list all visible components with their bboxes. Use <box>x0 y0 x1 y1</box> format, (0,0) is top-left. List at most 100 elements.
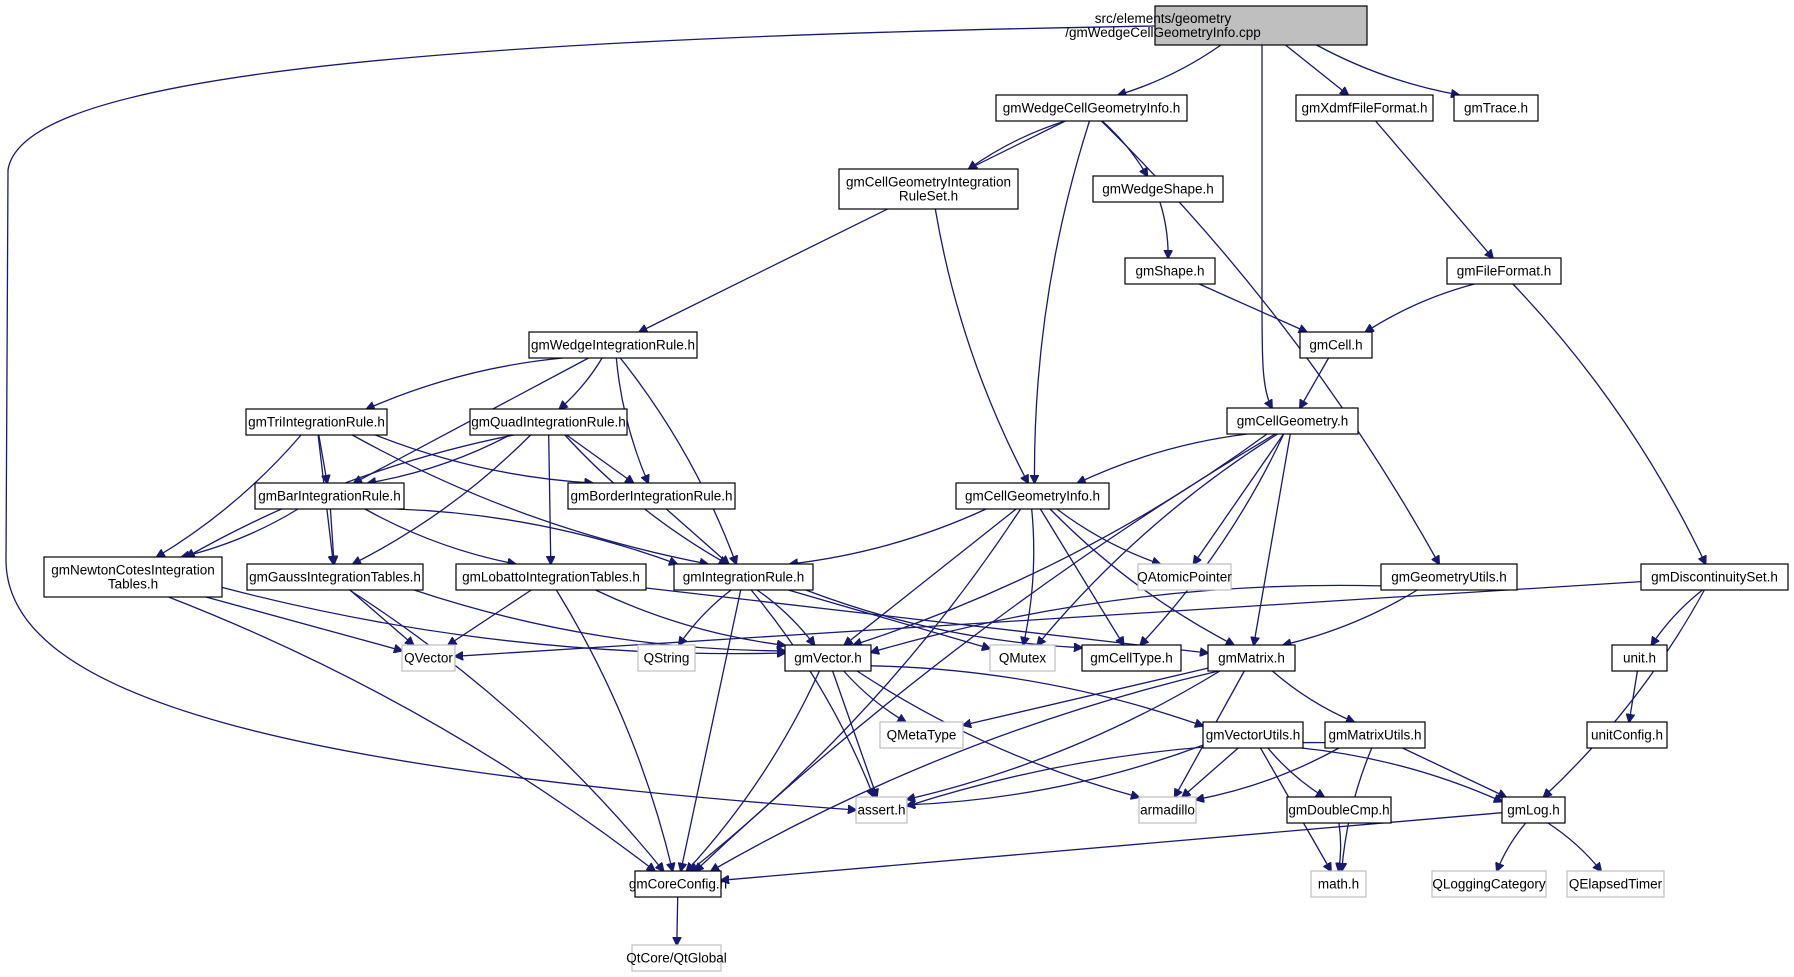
node-box[interactable] <box>1092 175 1224 203</box>
node-cgi[interactable]: gmCellGeometryInfo.h <box>955 482 1110 510</box>
node-lobatto[interactable]: gmLobattoIntegrationTables.h <box>455 563 647 591</box>
node-root[interactable]: src/elements/geometry/gmWedgeCellGeometr… <box>1065 5 1368 46</box>
node-box[interactable] <box>254 482 405 510</box>
edge-ir-to-coreconfig <box>681 589 742 871</box>
node-box[interactable] <box>1324 721 1426 749</box>
edge-discont-to-unit <box>1652 589 1703 645</box>
node-tri[interactable]: gmTriIntegrationRule.h <box>245 408 388 436</box>
node-box[interactable] <box>1453 94 1539 122</box>
node-box[interactable] <box>1137 563 1232 591</box>
node-math[interactable]: math.h <box>1310 870 1367 898</box>
edge-xdmf-to-fileformat <box>1375 120 1493 258</box>
node-geomutils[interactable]: gmGeometryUtils.h <box>1380 563 1518 591</box>
node-cell[interactable]: gmCell.h <box>1299 331 1373 359</box>
node-bar[interactable]: gmBarIntegrationRule.h <box>254 482 405 510</box>
node-wir[interactable]: gmWedgeIntegrationRule.h <box>528 331 698 359</box>
node-label: gmVectorUtils.h <box>1206 728 1301 743</box>
node-box[interactable] <box>879 721 964 749</box>
node-box[interactable] <box>1124 257 1216 285</box>
node-wshape[interactable]: gmWedgeShape.h <box>1092 175 1224 203</box>
node-box[interactable] <box>469 408 628 436</box>
node-label: gmCellGeometryInfo.h <box>965 489 1100 504</box>
node-doublecmp[interactable]: gmDoubleCmp.h <box>1286 796 1392 824</box>
node-label: gmWedgeCellGeometryInfo.h <box>1003 101 1181 116</box>
node-box[interactable] <box>43 556 223 598</box>
node-qelapsed[interactable]: QElapsedTimer <box>1566 870 1665 898</box>
node-box[interactable] <box>989 644 1056 672</box>
node-unit[interactable]: unit.h <box>1611 644 1668 672</box>
node-box[interactable] <box>1566 870 1665 898</box>
node-unitconfig[interactable]: unitConfig.h <box>1586 721 1668 749</box>
node-box[interactable] <box>1501 796 1566 824</box>
node-box[interactable] <box>634 870 722 898</box>
node-box[interactable] <box>567 482 736 510</box>
node-qtglobal[interactable]: QtCore/QtGlobal <box>626 944 727 972</box>
node-box[interactable] <box>1611 644 1668 672</box>
node-coreconfig[interactable]: gmCoreConfig.h <box>629 870 727 898</box>
node-box[interactable] <box>1202 721 1304 749</box>
node-border[interactable]: gmBorderIntegrationRule.h <box>567 482 736 510</box>
node-qatomic[interactable]: QAtomicPointer <box>1137 563 1232 591</box>
node-box[interactable] <box>401 644 456 672</box>
node-vecutils[interactable]: gmVectorUtils.h <box>1202 721 1304 749</box>
node-ir[interactable]: gmIntegrationRule.h <box>673 563 814 591</box>
edge-cgi-to-qmutex <box>1023 508 1035 645</box>
node-box[interactable] <box>838 168 1019 210</box>
node-box[interactable] <box>1299 331 1373 359</box>
node-box[interactable] <box>1286 796 1392 824</box>
edge-wcgi-to-wir <box>639 120 1066 332</box>
node-box[interactable] <box>784 644 872 672</box>
node-wcgi[interactable]: gmWedgeCellGeometryInfo.h <box>995 94 1188 122</box>
node-gauss[interactable]: gmGaussIntegrationTables.h <box>246 563 424 591</box>
node-qstring[interactable]: QString <box>637 644 696 672</box>
node-box[interactable] <box>1154 5 1368 46</box>
node-box[interactable] <box>1446 257 1562 285</box>
node-box[interactable] <box>673 563 814 591</box>
node-armadillo[interactable]: armadillo <box>1138 796 1197 824</box>
edge-newton-to-qvector <box>205 596 402 651</box>
node-xdmf[interactable]: gmXdmfFileFormat.h <box>1295 94 1434 122</box>
node-box[interactable] <box>955 482 1110 510</box>
node-shape[interactable]: gmShape.h <box>1124 257 1216 285</box>
node-trace[interactable]: gmTrace.h <box>1453 94 1539 122</box>
node-qlogcat[interactable]: QLoggingCategory <box>1431 870 1547 898</box>
edge-cgi-to-qatomic <box>1056 508 1160 564</box>
edge-vecutils-to-log <box>1301 747 1502 802</box>
node-box[interactable] <box>1380 563 1518 591</box>
node-box[interactable] <box>1207 644 1296 672</box>
node-vector[interactable]: gmVector.h <box>784 644 872 672</box>
node-discont[interactable]: gmDiscontinuitySet.h <box>1640 563 1789 591</box>
node-box[interactable] <box>528 331 698 359</box>
node-qmetatype[interactable]: QMetaType <box>879 721 964 749</box>
node-box[interactable] <box>1586 721 1668 749</box>
node-log[interactable]: gmLog.h <box>1501 796 1566 824</box>
node-box[interactable] <box>1640 563 1789 591</box>
node-cgeom[interactable]: gmCellGeometry.h <box>1226 407 1359 435</box>
node-box[interactable] <box>246 563 424 591</box>
node-box[interactable] <box>631 944 722 972</box>
node-box[interactable] <box>1081 644 1182 672</box>
node-fileformat[interactable]: gmFileFormat.h <box>1446 257 1562 285</box>
node-qvector[interactable]: QVector <box>401 644 456 672</box>
node-box[interactable] <box>455 563 647 591</box>
edge-cgeom-to-qatomic <box>1194 433 1285 564</box>
node-box[interactable] <box>1138 796 1197 824</box>
node-box[interactable] <box>1310 870 1367 898</box>
node-matutils[interactable]: gmMatrixUtils.h <box>1324 721 1426 749</box>
node-box[interactable] <box>245 408 388 436</box>
node-box[interactable] <box>1431 870 1547 898</box>
edge-shape-to-cell <box>1198 283 1307 332</box>
node-box[interactable] <box>855 796 908 824</box>
edge-ir-to-assert <box>750 589 874 797</box>
node-box[interactable] <box>637 644 696 672</box>
node-qmutex[interactable]: QMutex <box>989 644 1056 672</box>
node-matrix[interactable]: gmMatrix.h <box>1207 644 1296 672</box>
node-box[interactable] <box>1226 407 1359 435</box>
node-box[interactable] <box>995 94 1188 122</box>
node-assert[interactable]: assert.h <box>855 796 908 824</box>
node-celltype[interactable]: gmCellType.h <box>1081 644 1182 672</box>
node-quad[interactable]: gmQuadIntegrationRule.h <box>469 408 628 436</box>
node-box[interactable] <box>1295 94 1434 122</box>
